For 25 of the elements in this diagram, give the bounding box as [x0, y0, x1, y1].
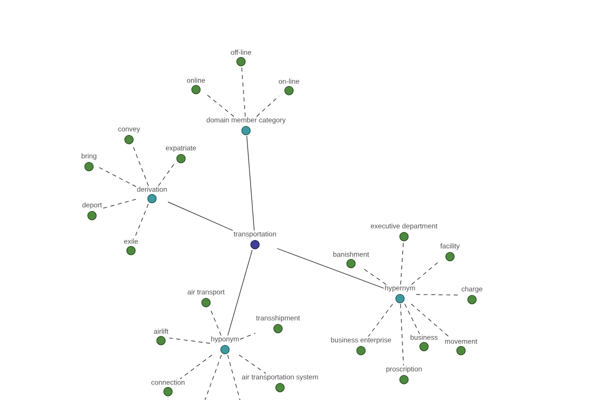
connector-line	[368, 304, 393, 337]
connector-line	[227, 354, 240, 400]
connector-line	[404, 304, 420, 334]
connector-line	[134, 204, 149, 238]
connector-line	[132, 144, 149, 186]
connector-line	[256, 96, 280, 117]
connector-line	[227, 250, 253, 336]
connector-line	[102, 198, 136, 209]
connector-line	[238, 354, 266, 374]
connector-line	[400, 304, 404, 366]
connector-line	[246, 136, 255, 231]
connector-line	[364, 268, 386, 285]
connector-line	[400, 242, 404, 285]
connector-line	[410, 304, 452, 339]
connector-line	[158, 164, 174, 186]
connector-line	[241, 66, 246, 117]
connector-line	[204, 354, 222, 400]
connector-line	[180, 354, 212, 380]
connector-line	[240, 332, 256, 340]
connector-line	[206, 94, 234, 117]
connector-line	[168, 338, 210, 344]
connector-line	[276, 248, 384, 289]
connector-line	[411, 260, 440, 285]
connector-line	[168, 202, 234, 231]
connector-line	[97, 166, 136, 187]
